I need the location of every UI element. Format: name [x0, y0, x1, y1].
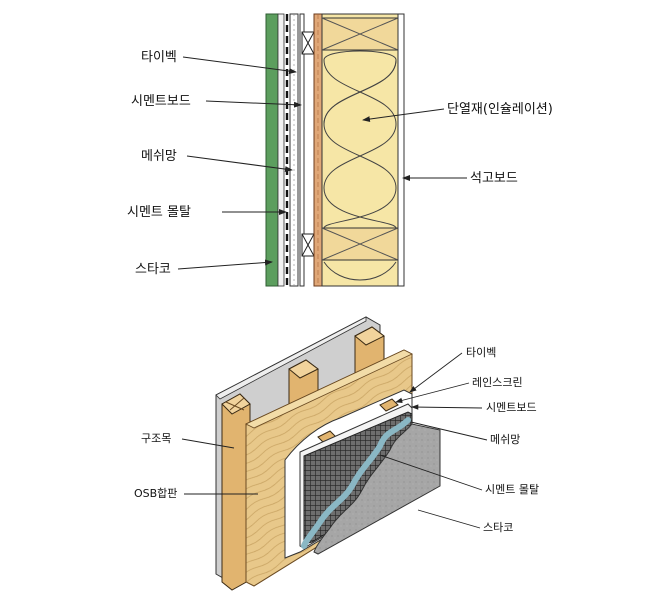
wall-section-drawing: [265, 13, 405, 287]
label-rainscreen-3d: 레인스크린: [472, 376, 523, 389]
label-cement-board-section: 시멘트보드: [131, 94, 191, 109]
label-framing-3d: 구조목: [141, 432, 172, 445]
label-mesh-section: 메쉬망: [141, 149, 177, 164]
leader-lines-bottom: [181, 352, 488, 529]
label-tyvek-section: 타이벡: [141, 50, 177, 65]
label-cement-board-3d: 시멘트보드: [486, 401, 537, 414]
label-stucco-section: 스타코: [135, 262, 171, 277]
label-gypsum-board-section: 석고보드: [470, 171, 518, 186]
label-cement-mortar-section: 시멘트 몰탈: [127, 205, 191, 220]
leader-lines-top: [177, 56, 467, 270]
wall-3d-drawing: [215, 316, 441, 591]
label-stucco-3d: 스타코: [483, 521, 514, 534]
label-insulation-section: 단열재(인슐레이션): [447, 102, 553, 117]
label-tyvek-3d: 타이벡: [466, 346, 497, 359]
label-mesh-3d: 메쉬망: [490, 433, 521, 446]
label-osb-3d: OSB합판: [134, 487, 178, 500]
label-cement-mortar-3d: 시멘트 몰탈: [485, 483, 540, 496]
